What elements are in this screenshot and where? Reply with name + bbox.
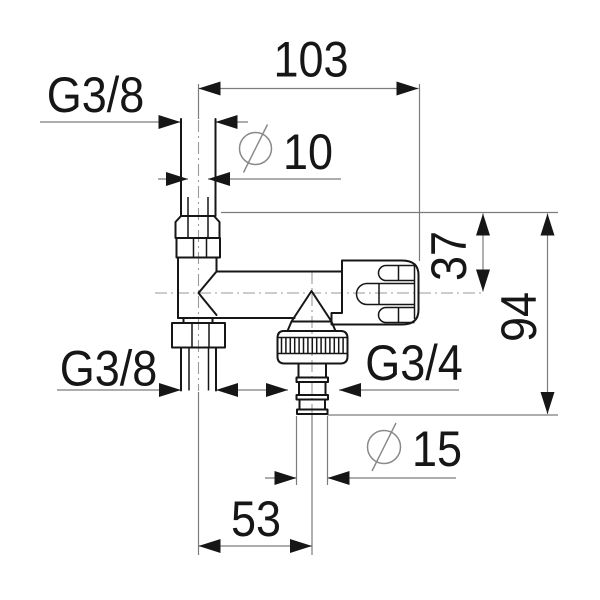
inlet-block (177, 256, 218, 319)
diameter-symbol-10 (238, 124, 273, 173)
hex-nut-top (175, 237, 221, 259)
label-axis-to-branch: 53 (231, 492, 281, 548)
handle-outline (330, 259, 420, 326)
handle-lobe-bottom (377, 306, 415, 324)
handle-lobe-middle (355, 282, 415, 306)
branch-cone (286, 290, 337, 332)
riser-pipe-outer (180, 118, 217, 217)
hex-nut-bottom (171, 322, 226, 349)
lower-pipe-outer (180, 346, 217, 392)
label-bottom-thread: G3/8 (60, 341, 158, 397)
hex-nut-top-facets (192, 238, 208, 258)
diameter-circle-icon (366, 429, 402, 465)
ext-lines-d15 (295, 416, 329, 485)
hex-nut-bottom-facets (191, 323, 210, 348)
label-top-to-axis: 37 (422, 231, 478, 281)
diameter-slash-icon (242, 124, 269, 173)
label-pipe-diameter: 10 (283, 125, 333, 181)
label-top-thread: G3/8 (47, 68, 145, 124)
valve-body (171, 118, 420, 415)
diameter-slash-icon (371, 422, 397, 472)
dimension-labels: 103 G3/8 10 37 94 G3/8 G3/4 15 53 (47, 32, 548, 547)
lower-pipe-inner (188, 347, 210, 391)
diameter-circle-icon (238, 131, 273, 166)
body-arm (177, 270, 343, 319)
label-overall-height: 94 (492, 292, 548, 342)
hose-barb (295, 362, 329, 415)
label-outlet-thread: G3/4 (365, 336, 463, 392)
compression-cap-top (174, 215, 221, 239)
riser-pipe-inner (187, 197, 209, 238)
knurled-nut (276, 330, 349, 365)
knurl-lines (280, 337, 344, 354)
body-bore-chevron (197, 270, 218, 316)
handle-lobe-top (377, 264, 415, 282)
diameter-symbol-15 (366, 422, 402, 472)
label-overall-width: 103 (273, 32, 348, 88)
label-hose-diameter: 15 (412, 422, 462, 478)
